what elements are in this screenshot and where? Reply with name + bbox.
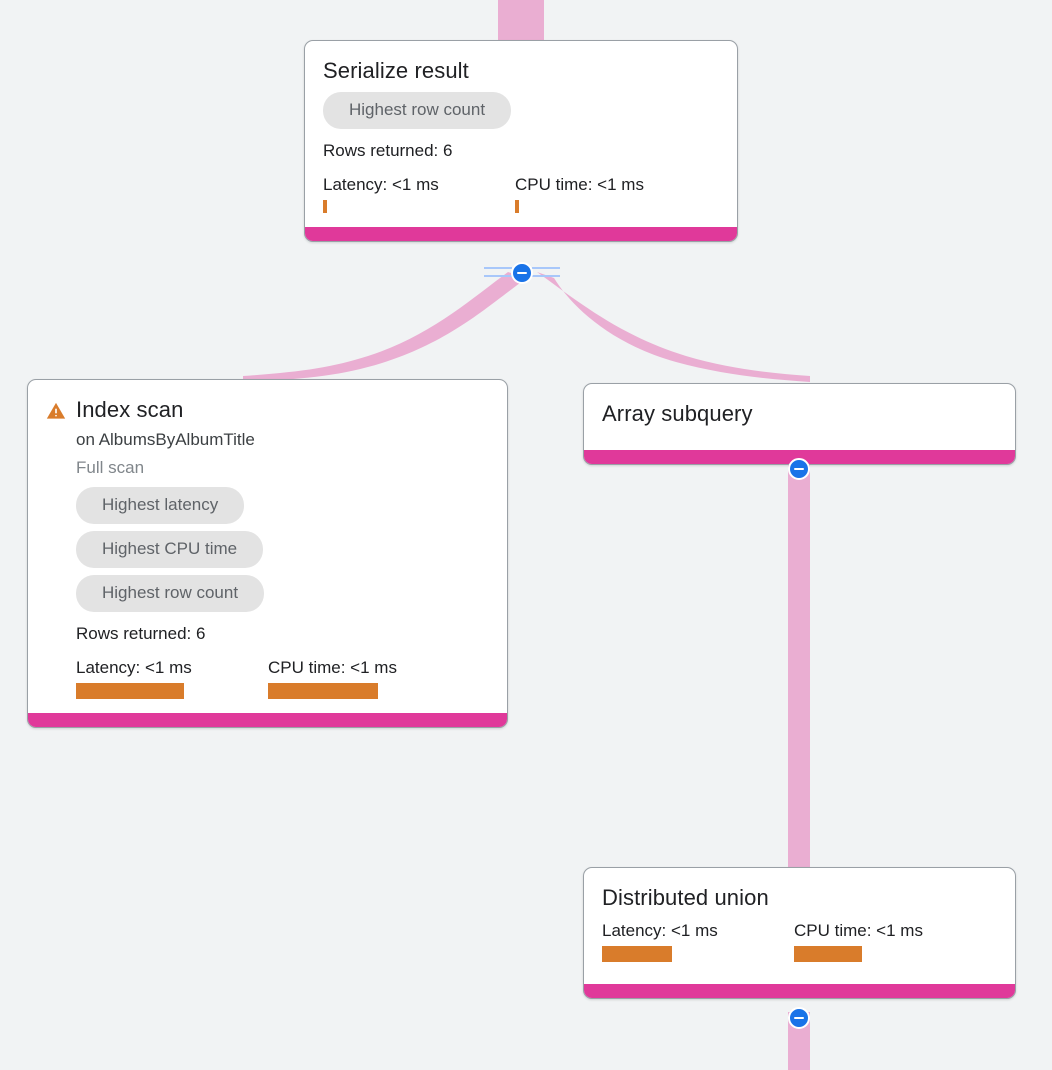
node-index-scan-metrics: Latency: <1 ms CPU time: <1 ms [76,657,489,699]
node-title: Serialize result [323,58,469,83]
node-serialize-result[interactable]: Serialize result Highest row count Rows … [304,40,738,242]
node-serialize-result-body: Serialize result Highest row count Rows … [305,41,737,227]
node-index-scan[interactable]: Index scan on AlbumsByAlbumTitle Full sc… [27,379,508,728]
metric-cpu-time: CPU time: <1 ms [515,174,644,213]
node-array-subquery-body: Array subquery [584,384,1015,450]
node-distributed-union-accent-bar [584,984,1015,998]
node-distributed-union-metrics: Latency: <1 ms CPU time: <1 ms [602,920,997,962]
node-title: Array subquery [602,401,753,426]
collapse-toggle-distributed-union[interactable] [788,1007,810,1029]
collapse-toggle-serialize-result[interactable] [511,262,533,284]
rows-returned-text: Rows returned: 6 [76,624,206,643]
metric-latency-label: Latency: <1 ms [76,658,192,677]
metric-latency: Latency: <1 ms [76,657,268,699]
rows-returned-text: Rows returned: 6 [323,141,453,160]
node-index-scan-header: Index scan on AlbumsByAlbumTitle Full sc… [46,396,489,699]
node-index-scan-subtitle: on AlbumsByAlbumTitle [76,430,255,449]
metric-cpu-time-bar [515,200,519,213]
metric-latency-bar [602,946,672,962]
node-distributed-union-body: Distributed union Latency: <1 ms CPU tim… [584,868,1015,984]
node-serialize-result-metrics: Latency: <1 ms CPU time: <1 ms [323,174,719,213]
rail-right-top [532,267,560,269]
rail-left-bottom [484,275,512,277]
node-serialize-result-accent-bar [305,227,737,241]
metric-latency: Latency: <1 ms [602,920,794,962]
metric-cpu-time-label: CPU time: <1 ms [515,175,644,194]
metric-cpu-time-label: CPU time: <1 ms [268,658,397,677]
metric-cpu-time-bar [794,946,862,962]
node-index-scan-body: Index scan on AlbumsByAlbumTitle Full sc… [28,380,507,713]
rail-left-top [484,267,512,269]
metric-latency-label: Latency: <1 ms [602,921,718,940]
warning-triangle-icon [46,402,66,419]
node-serialize-result-chips: Highest row count [323,92,719,136]
node-index-scan-accent-bar [28,713,507,727]
metric-latency-bar [323,200,327,213]
metric-latency: Latency: <1 ms [323,174,515,213]
edge-array-subquery-to-distributed-union [788,462,810,872]
node-distributed-union[interactable]: Distributed union Latency: <1 ms CPU tim… [583,867,1016,999]
metric-latency-label: Latency: <1 ms [323,175,439,194]
node-index-scan-scan-type: Full scan [76,458,145,477]
badge-highest-row-count: Highest row count [76,575,265,612]
metric-cpu-time: CPU time: <1 ms [794,920,923,962]
edge-into-serialize-result [498,0,544,42]
metric-cpu-time-label: CPU time: <1 ms [794,921,923,940]
node-title: Distributed union [602,885,769,910]
edge-serialize-to-array-subquery [537,272,810,382]
collapse-toggle-array-subquery[interactable] [788,458,810,480]
badge-highest-latency: Highest latency [76,487,245,524]
badge-highest-cpu-time: Highest CPU time [76,531,264,568]
node-title: Index scan [76,397,184,422]
node-serialize-result-header: Serialize result [323,57,719,85]
metric-cpu-time-bar [268,683,378,699]
badge-highest-row-count: Highest row count [323,92,512,129]
metric-latency-bar [76,683,184,699]
metric-cpu-time: CPU time: <1 ms [268,657,397,699]
node-array-subquery-accent-bar [584,450,1015,464]
node-index-scan-chips: Highest latency Highest CPU time Highest… [76,487,489,619]
edge-serialize-to-index-scan [243,272,527,382]
rail-right-bottom [532,275,560,277]
node-array-subquery[interactable]: Array subquery [583,383,1016,465]
